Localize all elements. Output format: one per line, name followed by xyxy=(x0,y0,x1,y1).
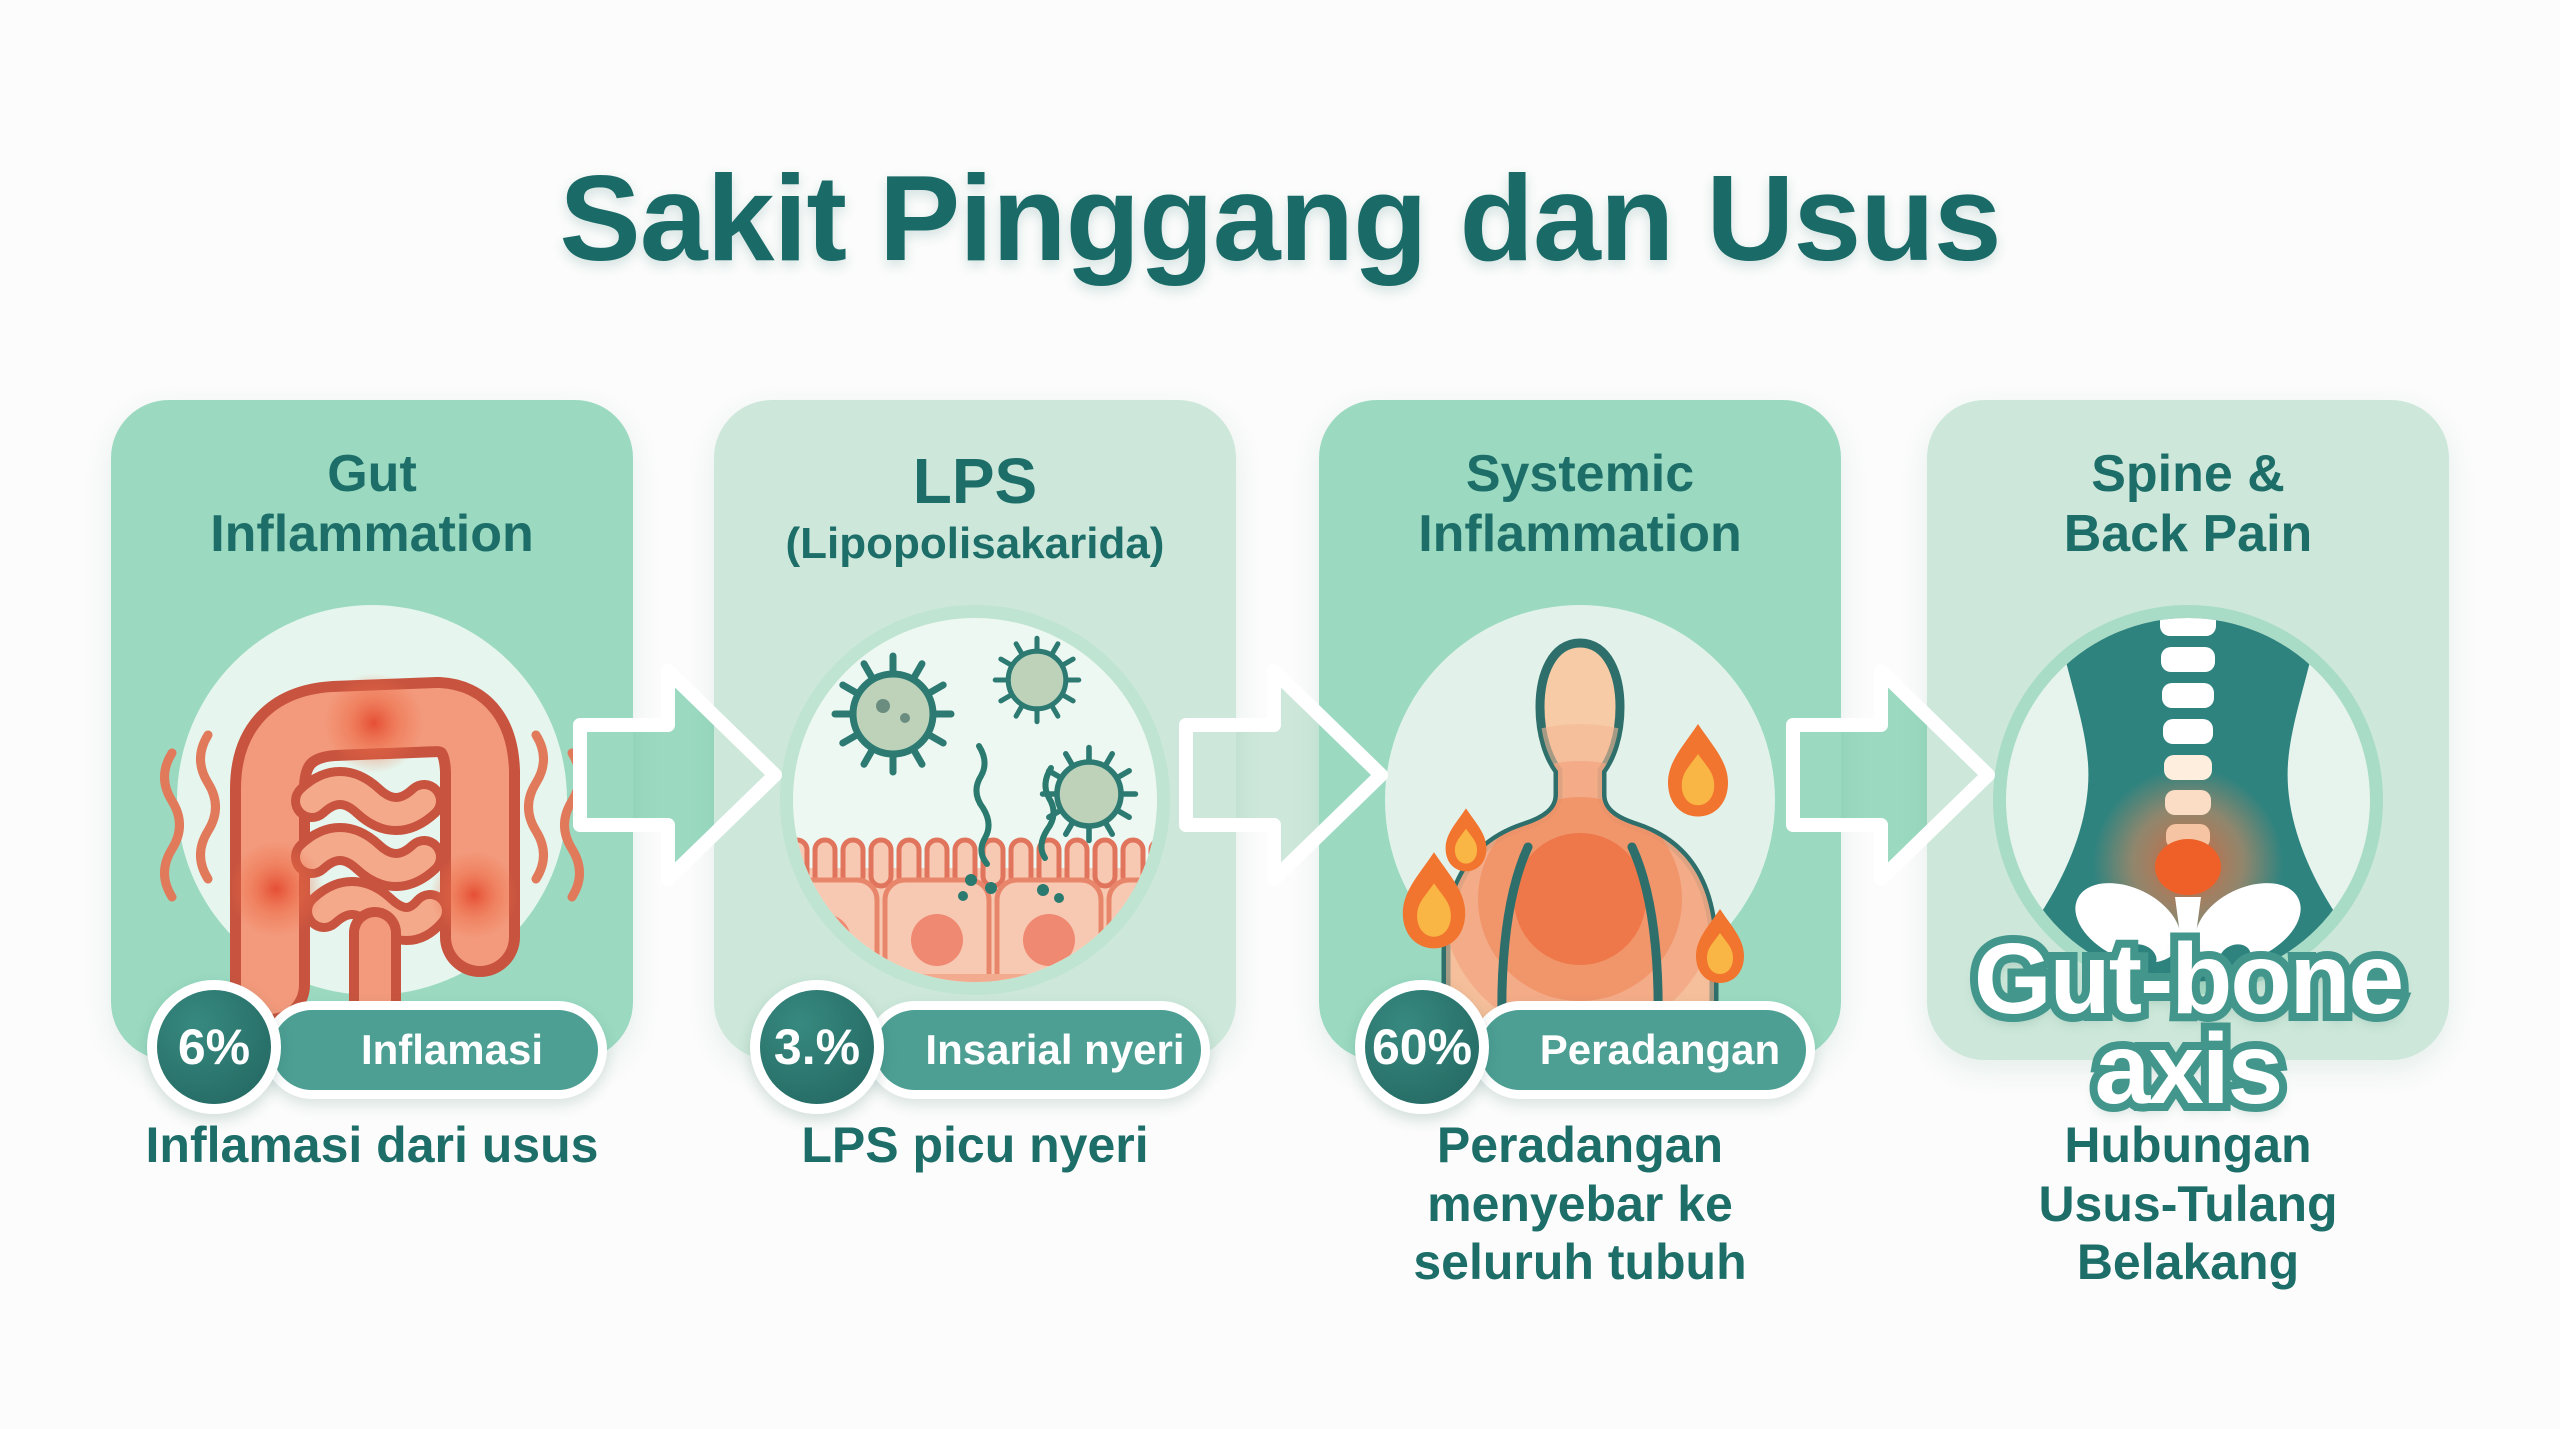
illustration-circle xyxy=(780,605,1170,995)
heading-line: (Lipopolisakarida) xyxy=(785,519,1165,569)
overlay-line: Gut-bone xyxy=(1973,923,2404,1035)
arrow-right-outline-icon xyxy=(1785,655,1997,895)
page-title: Sakit Pinggang dan Usus xyxy=(559,150,2001,286)
inflamed-intestine-illustration xyxy=(160,673,584,1049)
gut-bone-axis-fill: Gut-bone axis xyxy=(1927,923,2449,1125)
panel-caption: Hubungan Usus-Tulang Belakang xyxy=(1927,1116,2449,1292)
caption-line: LPS picu nyeri xyxy=(801,1117,1149,1173)
arrow-right-outline-icon xyxy=(1178,655,1390,895)
panel-heading: Spine & Back Pain xyxy=(1927,444,2449,565)
heading-line: Systemic xyxy=(1465,445,1695,503)
gut-bone-axis-outline: Gut-bone axis xyxy=(1927,921,2449,1127)
caption-line: seluruh tubuh xyxy=(1413,1234,1747,1290)
bacteria-gut-lining-illustration xyxy=(793,618,1157,982)
illustration-circle xyxy=(160,605,584,1049)
panel-heading: Systemic Inflammation xyxy=(1319,444,1841,565)
panel-caption: LPS picu nyeri xyxy=(714,1116,1236,1175)
arrow-right-icon xyxy=(1178,655,1390,895)
stat-badge: 3.% xyxy=(750,980,884,1114)
gut-bone-axis-label: Gut-bone axis Gut-bone axis xyxy=(1927,921,2449,1127)
body-inflammation-illustration xyxy=(1402,638,1744,1069)
panel-heading: LPS (Lipopolisakarida) xyxy=(714,444,1236,569)
arrow-right-icon xyxy=(1785,655,1997,895)
heading-line: Inflammation xyxy=(210,505,534,564)
caption-line: Usus-Tulang Belakang xyxy=(2038,1175,2338,1291)
lps-dots xyxy=(958,874,1064,903)
caption-line: menyebar ke xyxy=(1427,1175,1733,1232)
inflamed-spot xyxy=(430,851,518,939)
arrow-right-outline-icon xyxy=(572,655,784,895)
overlay-line: axis xyxy=(2094,1013,2284,1125)
stat-badge: 6% xyxy=(147,980,281,1114)
heading-line: Spine & xyxy=(2091,445,2285,503)
pelvis-bones xyxy=(2075,883,2301,982)
inflamed-spot xyxy=(324,673,424,773)
arrow-right-icon xyxy=(572,655,784,895)
spine-pelvis-illustration xyxy=(2030,618,2346,982)
heading-line: Back Pain xyxy=(2063,505,2313,564)
spine-vertebrae xyxy=(2160,618,2216,849)
stat-label-pill: Insarial nyeri xyxy=(866,1001,1210,1099)
overlay-line: Gut-bone xyxy=(1966,921,2412,1037)
gut-lining xyxy=(793,837,1157,982)
caption-line: Inflamasi dari usus xyxy=(145,1117,599,1173)
panel-lps: LPS (Lipopolisakarida) xyxy=(714,400,1236,1429)
panel-gut-inflammation: Gut Inflammation xyxy=(111,400,633,1429)
panel-spine-back-pain: Spine & Back Pain xyxy=(1927,400,2449,1429)
caption-line: Peradangan xyxy=(1436,1117,1724,1173)
coccyx xyxy=(2175,897,2201,949)
heading-line: LPS xyxy=(912,445,1038,517)
stat-label-pill: Peradangan xyxy=(1471,1001,1815,1099)
inflamed-spot xyxy=(228,841,324,937)
overlay-line: axis xyxy=(2087,1011,2292,1127)
panel-caption: Inflamasi dari usus xyxy=(111,1116,633,1175)
stat-badge: 60% xyxy=(1355,980,1489,1114)
caption-line: Hubungan xyxy=(2064,1117,2312,1173)
stat-label-pill: Inflamasi xyxy=(263,1001,607,1099)
panel-systemic-inflammation: Systemic Inflammation xyxy=(1319,400,1841,1429)
panel-caption: Peradangan menyebar ke seluruh tubuh xyxy=(1319,1116,1841,1292)
bacterium-face xyxy=(876,699,910,723)
pelvis-holes xyxy=(2125,944,2251,970)
heading-line: Gut xyxy=(327,445,417,503)
heading-line: Inflammation xyxy=(1418,505,1742,564)
flame-icon xyxy=(1402,724,1744,983)
sacrum-pain-spot xyxy=(2155,839,2221,895)
panel-heading: Gut Inflammation xyxy=(111,444,633,565)
illustration-circle xyxy=(1385,605,1775,1069)
